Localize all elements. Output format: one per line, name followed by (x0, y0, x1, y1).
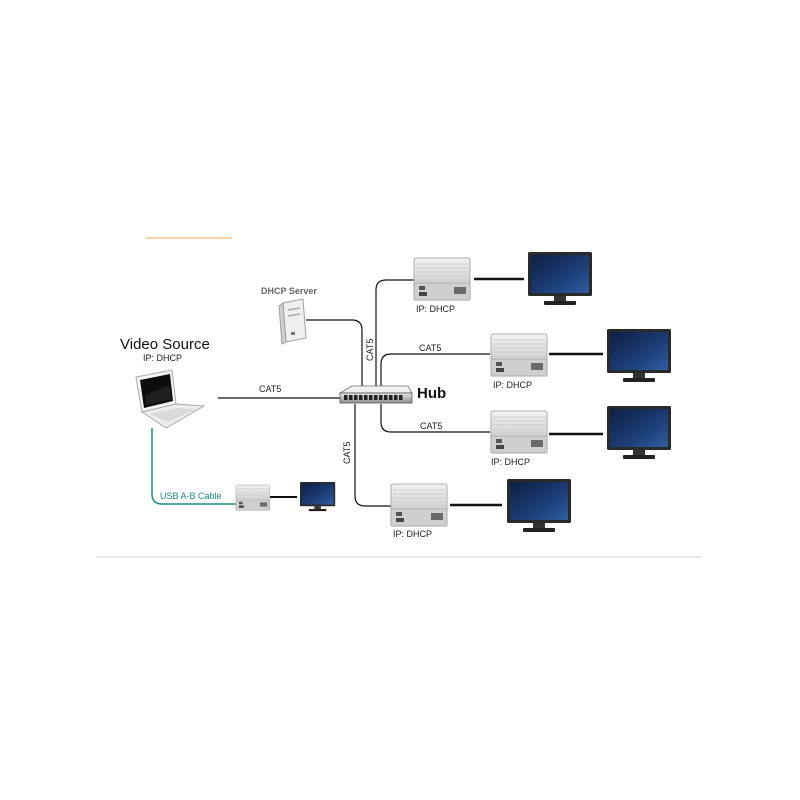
usb-extender-icon (235, 484, 270, 511)
video-source-ip: IP: DHCP (143, 353, 182, 363)
usb-monitor-icon (300, 482, 336, 512)
hub-icon (338, 385, 413, 404)
receiver-3-ip: IP: DHCP (491, 457, 530, 467)
cat5-label-rx3: CAT5 (420, 421, 442, 431)
usb-cable (151, 428, 236, 505)
receiver-2-ip: IP: DHCP (493, 380, 532, 390)
usb-cable-label: USB A-B Cable (160, 491, 222, 501)
cable-hub-rx1 (375, 279, 414, 388)
cable-hub-rx3 (380, 404, 490, 433)
cat5-label-rx4: CAT5 (342, 442, 352, 464)
receiver-1-ip: IP: DHCP (416, 304, 455, 314)
receiver-3-icon (490, 410, 548, 454)
cable-hub-rx4 (354, 404, 391, 507)
video-source-title: Video Source (120, 336, 210, 353)
monitor-3-icon (607, 406, 671, 459)
cat5-label-source: CAT5 (259, 384, 281, 394)
cat5-label-dhcp: CAT5 (365, 339, 375, 361)
cat5-label-rx2: CAT5 (419, 343, 441, 353)
laptop-icon (135, 369, 206, 429)
receiver-1-icon (413, 257, 471, 301)
receiver-2-icon (490, 333, 548, 377)
cable-dhcp-hub (306, 319, 363, 388)
receiver-4-ip: IP: DHCP (393, 529, 432, 539)
receiver-4-icon (390, 483, 448, 527)
monitor-2-icon (607, 329, 671, 382)
dhcp-server-label: DHCP Server (261, 286, 317, 296)
hub-label: Hub (417, 385, 446, 402)
cable-hub-rx2 (380, 353, 490, 388)
monitor-1-icon (528, 252, 592, 305)
server-icon (278, 298, 307, 345)
monitor-4-icon (507, 479, 571, 532)
